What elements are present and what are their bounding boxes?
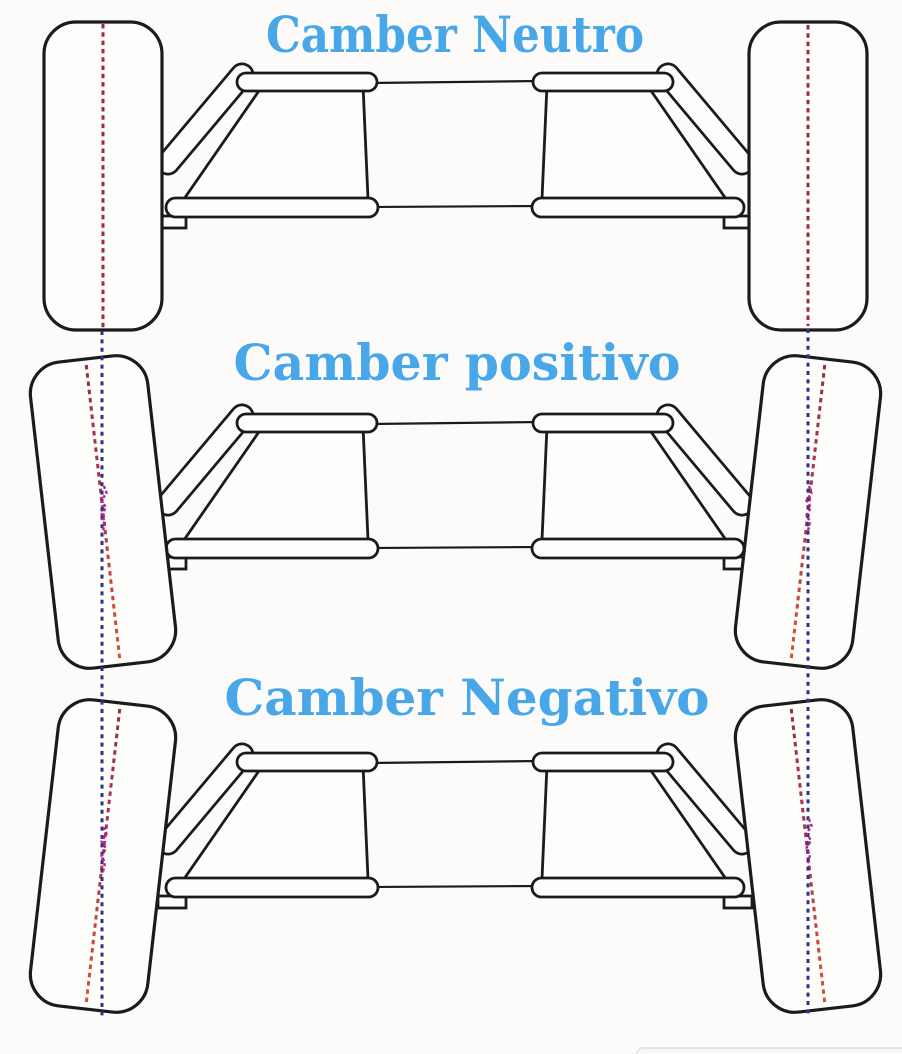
title-camber-neutro: Camber Neutro [266, 5, 644, 64]
panel-camber-positivo [25, 350, 886, 674]
right-wheel-neutro [747, 20, 869, 332]
panel-camber-negativo [25, 694, 886, 1018]
left-wheel-neutro [42, 20, 164, 332]
title-camber-positivo: Camber positivo [234, 333, 681, 392]
suspension-positivo [158, 414, 752, 569]
bottom-right-band [635, 1047, 902, 1054]
suspension-neutro [158, 73, 752, 228]
suspension-negativo [158, 753, 752, 908]
title-camber-negativo: Camber Negativo [225, 668, 710, 727]
panel-camber-neutro [42, 20, 869, 332]
